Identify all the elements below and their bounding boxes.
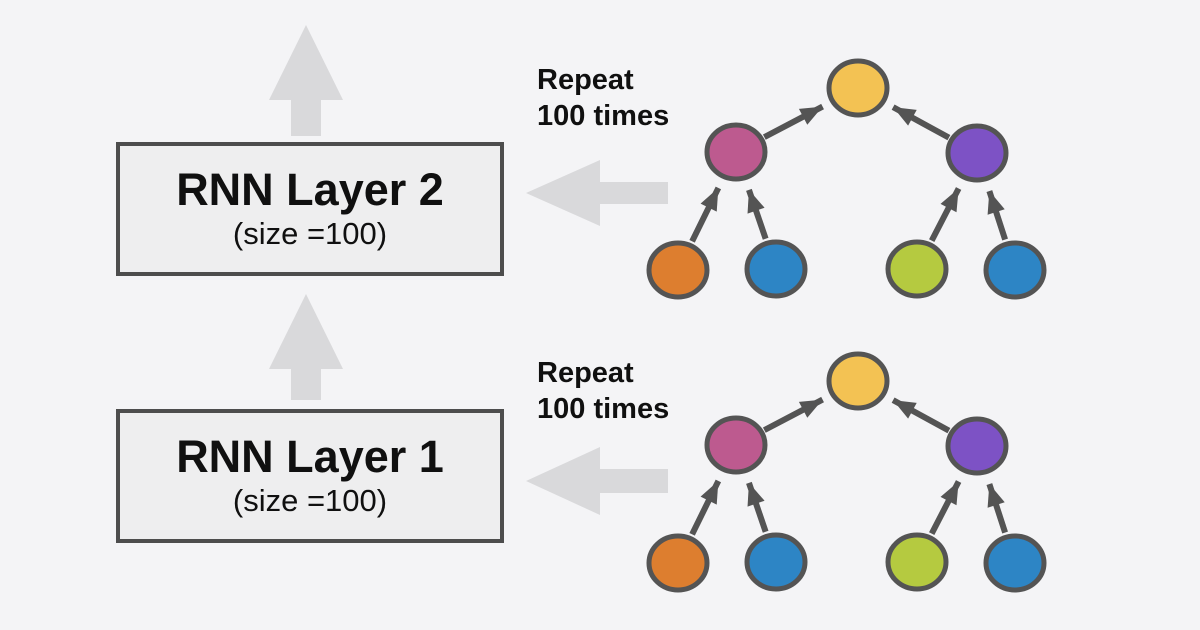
tree-edge-arrow-icon xyxy=(929,187,962,242)
tree-node-leaf-2 xyxy=(744,239,808,299)
tree-node-leaf-2 xyxy=(744,532,808,592)
tree-node-leaf-3 xyxy=(885,532,949,592)
tree-node-leaf-1 xyxy=(646,533,710,593)
tree-node-mid-right xyxy=(945,416,1009,476)
tree-edge-arrow-icon xyxy=(929,480,962,535)
tree-node-mid-left xyxy=(704,415,768,475)
layer1-to-layer2-up-arrow-icon xyxy=(269,294,343,400)
rnn-layer-1-size: (size =100) xyxy=(232,483,388,519)
tree-edge-arrow-icon xyxy=(746,188,769,240)
rnn-layer-1-box: RNN Layer 1 (size =100) xyxy=(116,409,504,543)
tree-node-root xyxy=(826,351,890,411)
tree-edge-arrow-icon xyxy=(689,479,722,536)
output-up-arrow-icon xyxy=(269,25,343,136)
rnn-layer-2-box: RNN Layer 2 (size =100) xyxy=(116,142,504,276)
tree-node-leaf-4 xyxy=(983,240,1047,300)
tree-edge-arrow-icon xyxy=(762,103,824,140)
tree-layer-2 xyxy=(646,58,1047,300)
tree-node-mid-right xyxy=(945,123,1009,183)
tree-edge-arrow-icon xyxy=(986,483,1008,534)
rnn-layer-2-size: (size =100) xyxy=(232,216,388,252)
tree-layer-1 xyxy=(646,351,1047,593)
tree-edge-arrow-icon xyxy=(891,397,951,434)
tree-node-leaf-3 xyxy=(885,239,949,299)
tree-edge-arrow-icon xyxy=(891,104,951,141)
tree-node-root xyxy=(826,58,890,118)
tree-edge-arrow-icon xyxy=(746,481,769,533)
tree-edge-arrow-icon xyxy=(986,190,1008,241)
repeat-label-bottom: Repeat 100 times xyxy=(537,357,670,425)
repeat-label-top: Repeat 100 times xyxy=(537,64,670,132)
tree-edge-arrow-icon xyxy=(689,186,722,243)
tree-edge-arrow-icon xyxy=(762,396,824,433)
tree-node-mid-left xyxy=(704,122,768,182)
tree1-to-layer1-left-arrow-icon xyxy=(526,447,668,515)
rnn-layer-1-title: RNN Layer 1 xyxy=(176,430,444,482)
tree-node-leaf-1 xyxy=(646,240,710,300)
tree2-to-layer2-left-arrow-icon xyxy=(526,160,668,226)
tree-node-leaf-4 xyxy=(983,533,1047,593)
rnn-layer-2-title: RNN Layer 2 xyxy=(176,163,444,215)
